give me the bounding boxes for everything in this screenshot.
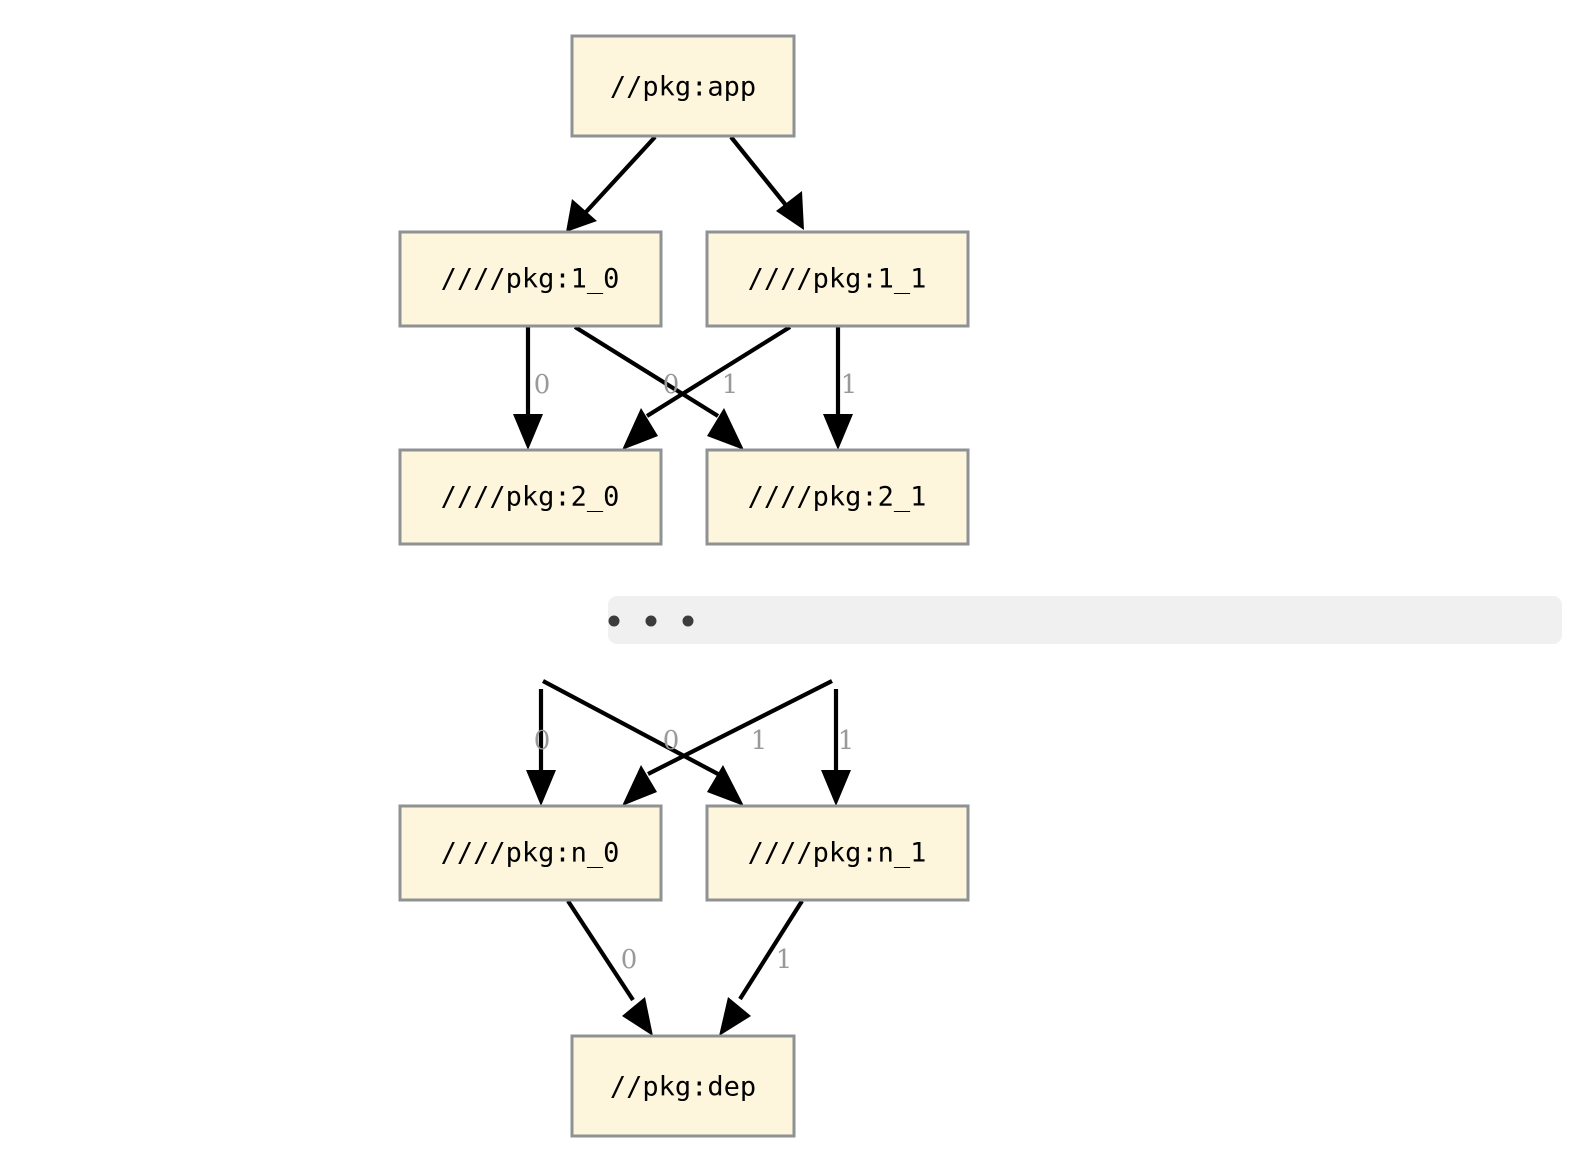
node-label-1_1: ////pkg:1_1	[748, 264, 927, 295]
edge-label-lower-1: 1	[776, 945, 793, 975]
node-label-2_1: ////pkg:2_1	[748, 482, 927, 513]
arrowhead	[719, 997, 751, 1036]
edge-n_1-to-dep	[719, 899, 804, 1036]
edge-n_0-to-dep	[566, 899, 653, 1036]
arrowhead	[823, 414, 853, 450]
node-label-n_0: ////pkg:n_0	[441, 838, 620, 869]
arrowhead	[622, 997, 653, 1036]
edge-label-upper-1a: 1	[722, 370, 739, 400]
arrowhead	[566, 199, 597, 232]
edge-label-upper-1b: 1	[841, 370, 858, 400]
node-label-app: //pkg:app	[610, 72, 756, 103]
arrowhead	[707, 408, 744, 450]
edge-above-to-n_1-straight	[821, 689, 851, 806]
edge-label-middle-1a: 1	[751, 726, 768, 756]
edge-label-lower-0: 0	[621, 945, 638, 975]
arrowhead	[622, 408, 658, 450]
edge-label-middle-0a: 0	[534, 726, 551, 756]
node-label-dep: //pkg:dep	[610, 1072, 756, 1103]
edge-above-to-n_0-cross	[622, 679, 833, 806]
node-dep[interactable]: //pkg:dep	[570, 1034, 796, 1138]
edge-app-to-1_1	[729, 135, 804, 230]
node-label-2_0: ////pkg:2_0	[441, 482, 620, 513]
ellipsis-band-rect	[608, 596, 1562, 644]
ellipsis-dot-3	[682, 615, 694, 627]
node-label-n_1: ////pkg:n_1	[748, 838, 927, 869]
arrowhead	[526, 770, 556, 806]
edge-label-middle-0b: 0	[663, 726, 680, 756]
node-2_0[interactable]: ////pkg:2_0	[398, 448, 663, 546]
node-2_1[interactable]: ////pkg:2_1	[705, 448, 970, 546]
node-app[interactable]: //pkg:app	[570, 34, 796, 138]
node-1_1[interactable]: ////pkg:1_1	[705, 230, 970, 328]
edge-label-upper-0a: 0	[534, 370, 551, 400]
ellipsis-dot-1	[608, 615, 620, 627]
arrowhead	[513, 414, 543, 450]
edge-app-to-1_0	[566, 135, 657, 232]
ellipsis-dot-2	[645, 615, 657, 627]
node-n_0[interactable]: ////pkg:n_0	[398, 804, 663, 902]
edge-label-upper-0b: 0	[663, 370, 680, 400]
ellipsis-separator	[608, 596, 1562, 644]
arrowhead	[821, 770, 851, 806]
arrowhead	[707, 765, 744, 806]
edge-label-middle-1b: 1	[838, 726, 855, 756]
edge-1_0-to-2_0	[513, 327, 543, 450]
node-1_0[interactable]: ////pkg:1_0	[398, 230, 663, 328]
edge-above-to-n_1-cross	[542, 679, 744, 806]
node-label-1_0: ////pkg:1_0	[441, 264, 620, 295]
edge-1_1-to-2_1	[823, 327, 853, 450]
edge-1_0-to-2_1	[573, 325, 744, 450]
arrowhead	[622, 765, 657, 806]
edge-above-to-n_0-straight	[526, 689, 556, 806]
node-n_1[interactable]: ////pkg:n_1	[705, 804, 970, 902]
edge-1_1-to-2_0	[622, 325, 792, 450]
arrowhead	[776, 191, 804, 230]
